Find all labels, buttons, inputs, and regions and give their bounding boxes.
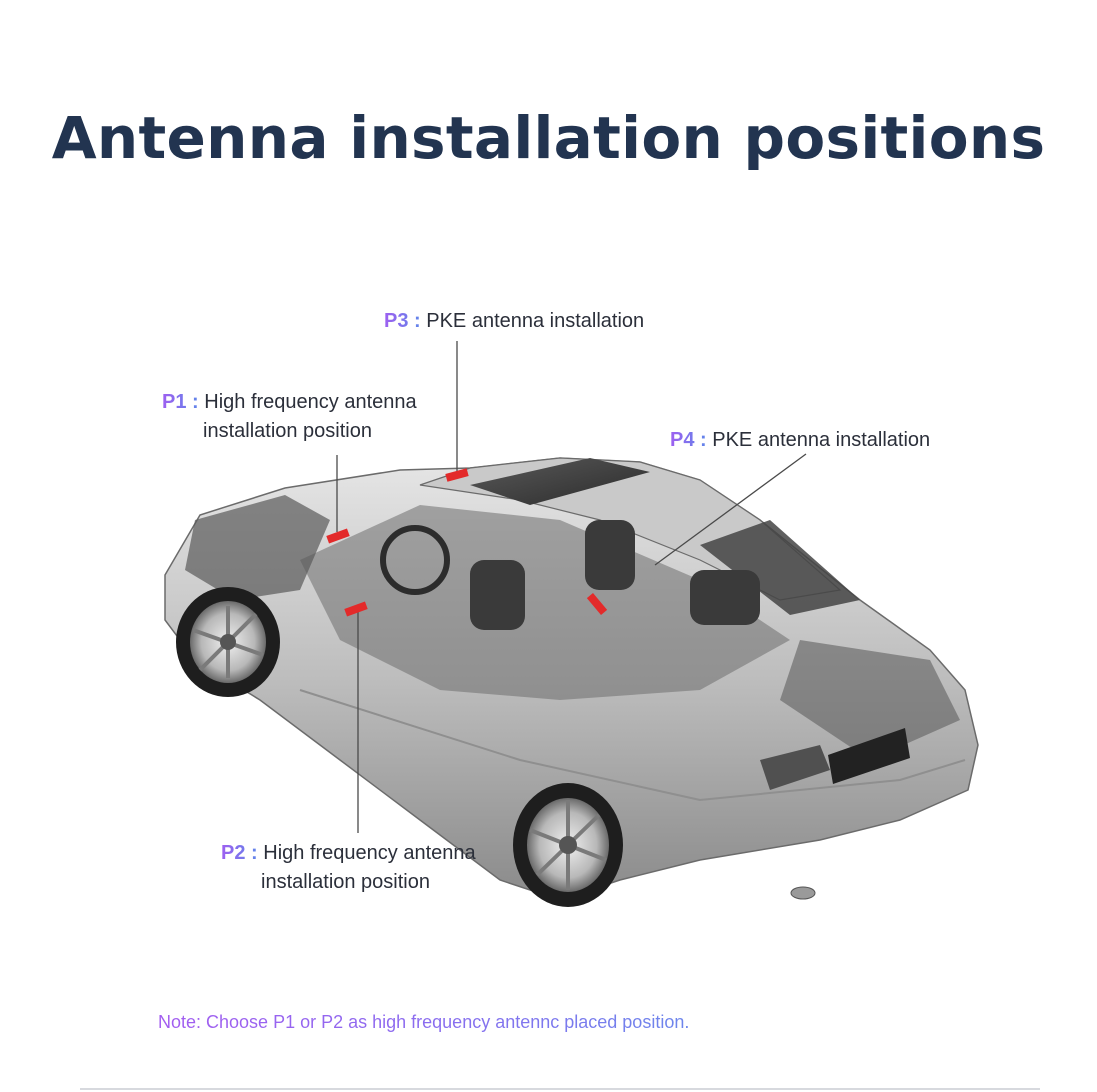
callout-text-p3: PKE antenna installation xyxy=(426,310,645,332)
callout-p2: P2 : High frequency antenna installation… xyxy=(221,839,476,897)
callout-text-p1-line1: High frequency antenna xyxy=(204,391,417,413)
engine-bay xyxy=(185,495,330,600)
page-title: Antenna installation positions xyxy=(51,104,1046,172)
rear-wheel xyxy=(513,783,623,907)
p4-antenna-marker xyxy=(586,593,608,615)
callout-text-p4: PKE antenna installation xyxy=(712,429,931,451)
interior xyxy=(300,505,790,700)
license-plate xyxy=(828,728,910,784)
p4-leader-line xyxy=(654,453,807,566)
rear-window xyxy=(700,520,860,615)
callout-tag-p1: P1 : xyxy=(162,391,199,413)
footnote: Note: Choose P1 or P2 as high frequency … xyxy=(158,1012,690,1032)
callout-tag-p4: P4 : xyxy=(670,429,707,451)
callout-p1: P1 : High frequency antenna installation… xyxy=(162,388,417,446)
callout-text-p1-line2: installation position xyxy=(203,420,372,442)
callout-text-p2-line1: High frequency antenna xyxy=(263,842,476,864)
sunroof xyxy=(470,458,650,505)
callout-text-p2-line2: installation position xyxy=(261,871,430,893)
front-wheel xyxy=(176,587,280,697)
p1-antenna-marker xyxy=(326,528,350,544)
callout-p3: P3 : PKE antenna installation xyxy=(384,307,644,336)
callout-tag-p3: P3 : xyxy=(384,310,421,332)
p3-antenna-marker xyxy=(445,468,469,482)
p2-antenna-marker xyxy=(344,601,368,617)
callout-p4: P4 : PKE antenna installation xyxy=(670,426,930,455)
callout-tag-p2: P2 : xyxy=(221,842,258,864)
bottom-divider xyxy=(80,1088,1040,1090)
trunk xyxy=(780,640,960,760)
